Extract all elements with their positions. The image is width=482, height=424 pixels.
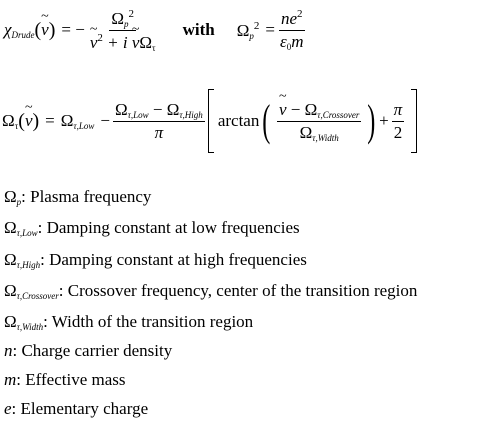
chi-symbol: χDrude bbox=[4, 20, 35, 40]
omega-tau-low: Ωτ,Low bbox=[60, 111, 95, 131]
equals-minus: = − bbox=[61, 20, 85, 39]
legend-item-plasma: Ωp: Plasma frequency bbox=[4, 187, 152, 207]
plasma-fraction: ne2 ε0m bbox=[278, 8, 305, 52]
plasma-omega-sq: Ωp2 bbox=[236, 19, 260, 41]
nu-tilde: ν bbox=[41, 9, 49, 40]
arctan-argument: ν − Ωτ,Crossover Ωτ,Width bbox=[277, 89, 362, 143]
legend-item-damping-low: Ωτ,Low: Damping constant at low frequenc… bbox=[4, 218, 300, 238]
legend-item-crossover: Ωτ,Crossover: Crossover frequency, cente… bbox=[4, 281, 418, 301]
damping-fraction: Ωτ,Low − Ωτ,High π bbox=[112, 99, 205, 142]
omega-tau-symbol: Ωτ bbox=[2, 111, 19, 131]
right-bracket bbox=[411, 89, 418, 153]
legend-item-damping-high: Ωτ,High: Damping constant at high freque… bbox=[4, 250, 307, 270]
drude-equation: χDrude (ν) = − Ωp2 ν2 + i νΩτ with Ωp2 =… bbox=[4, 2, 308, 58]
damping-equation: Ωτ (ν) = Ωτ,Low − Ωτ,Low − Ωτ,High π arc… bbox=[2, 88, 418, 154]
legend-item-width: Ωτ,Width: Width of the transition region bbox=[4, 312, 254, 332]
legend-item-elementary-charge: e: Elementary charge bbox=[4, 399, 149, 418]
pi-half: π 2 bbox=[391, 99, 405, 142]
left-bracket bbox=[207, 89, 214, 153]
with-label: with bbox=[182, 20, 215, 39]
legend-item-carrier-density: n: Charge carrier density bbox=[4, 341, 173, 360]
drude-fraction: Ωp2 ν2 + i νΩτ bbox=[88, 8, 158, 53]
arctan-label: arctan bbox=[217, 111, 260, 130]
legend-item-effective-mass: m: Effective mass bbox=[4, 370, 126, 389]
